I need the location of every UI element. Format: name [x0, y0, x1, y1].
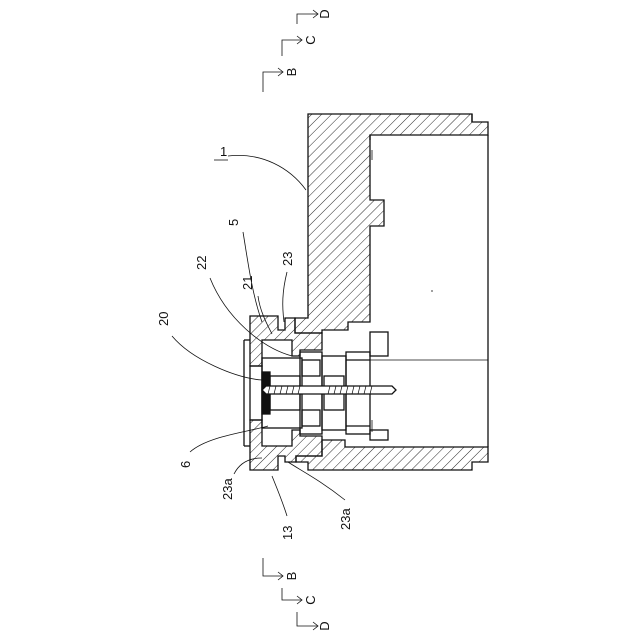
section-markers-bottom: B C D [263, 558, 332, 631]
section-marker-d-bottom: D [297, 612, 332, 631]
section-letter-c-top: C [303, 35, 318, 44]
label-23a-right: 23a [288, 462, 353, 530]
label-13-text: 13 [280, 526, 295, 540]
label-20-text: 20 [156, 312, 171, 326]
label-21-text: 21 [240, 276, 255, 290]
label-5-text: 5 [226, 219, 241, 226]
label-23a-left-text: 23a [220, 478, 235, 500]
section-letter-c-bottom: C [303, 595, 318, 604]
section-marker-c-top: C [282, 35, 318, 56]
label-13: 13 [272, 476, 295, 540]
label-1: 1 [214, 144, 306, 190]
section-letter-d-bottom: D [317, 621, 332, 630]
section-marker-b-top: B [263, 68, 299, 92]
label-6-text: 6 [178, 461, 193, 468]
section-letter-b-bottom: B [284, 572, 299, 581]
section-marker-c-bottom: C [282, 588, 318, 605]
section-marker-b-bottom: B [263, 558, 299, 580]
section-marker-d-top: D [297, 9, 332, 24]
housing-body [295, 114, 488, 470]
label-1-text: 1 [220, 144, 227, 159]
label-23a-right-text: 23a [338, 508, 353, 530]
section-markers-top: B C D [263, 9, 332, 92]
label-23-text: 23 [280, 252, 295, 266]
section-letter-d-top: D [317, 9, 332, 18]
label-20: 20 [156, 312, 262, 380]
label-5: 5 [226, 219, 262, 322]
section-letter-b-top: B [284, 68, 299, 77]
label-23: 23 [280, 252, 295, 322]
label-22: 22 [194, 256, 292, 356]
label-22-text: 22 [194, 256, 209, 270]
